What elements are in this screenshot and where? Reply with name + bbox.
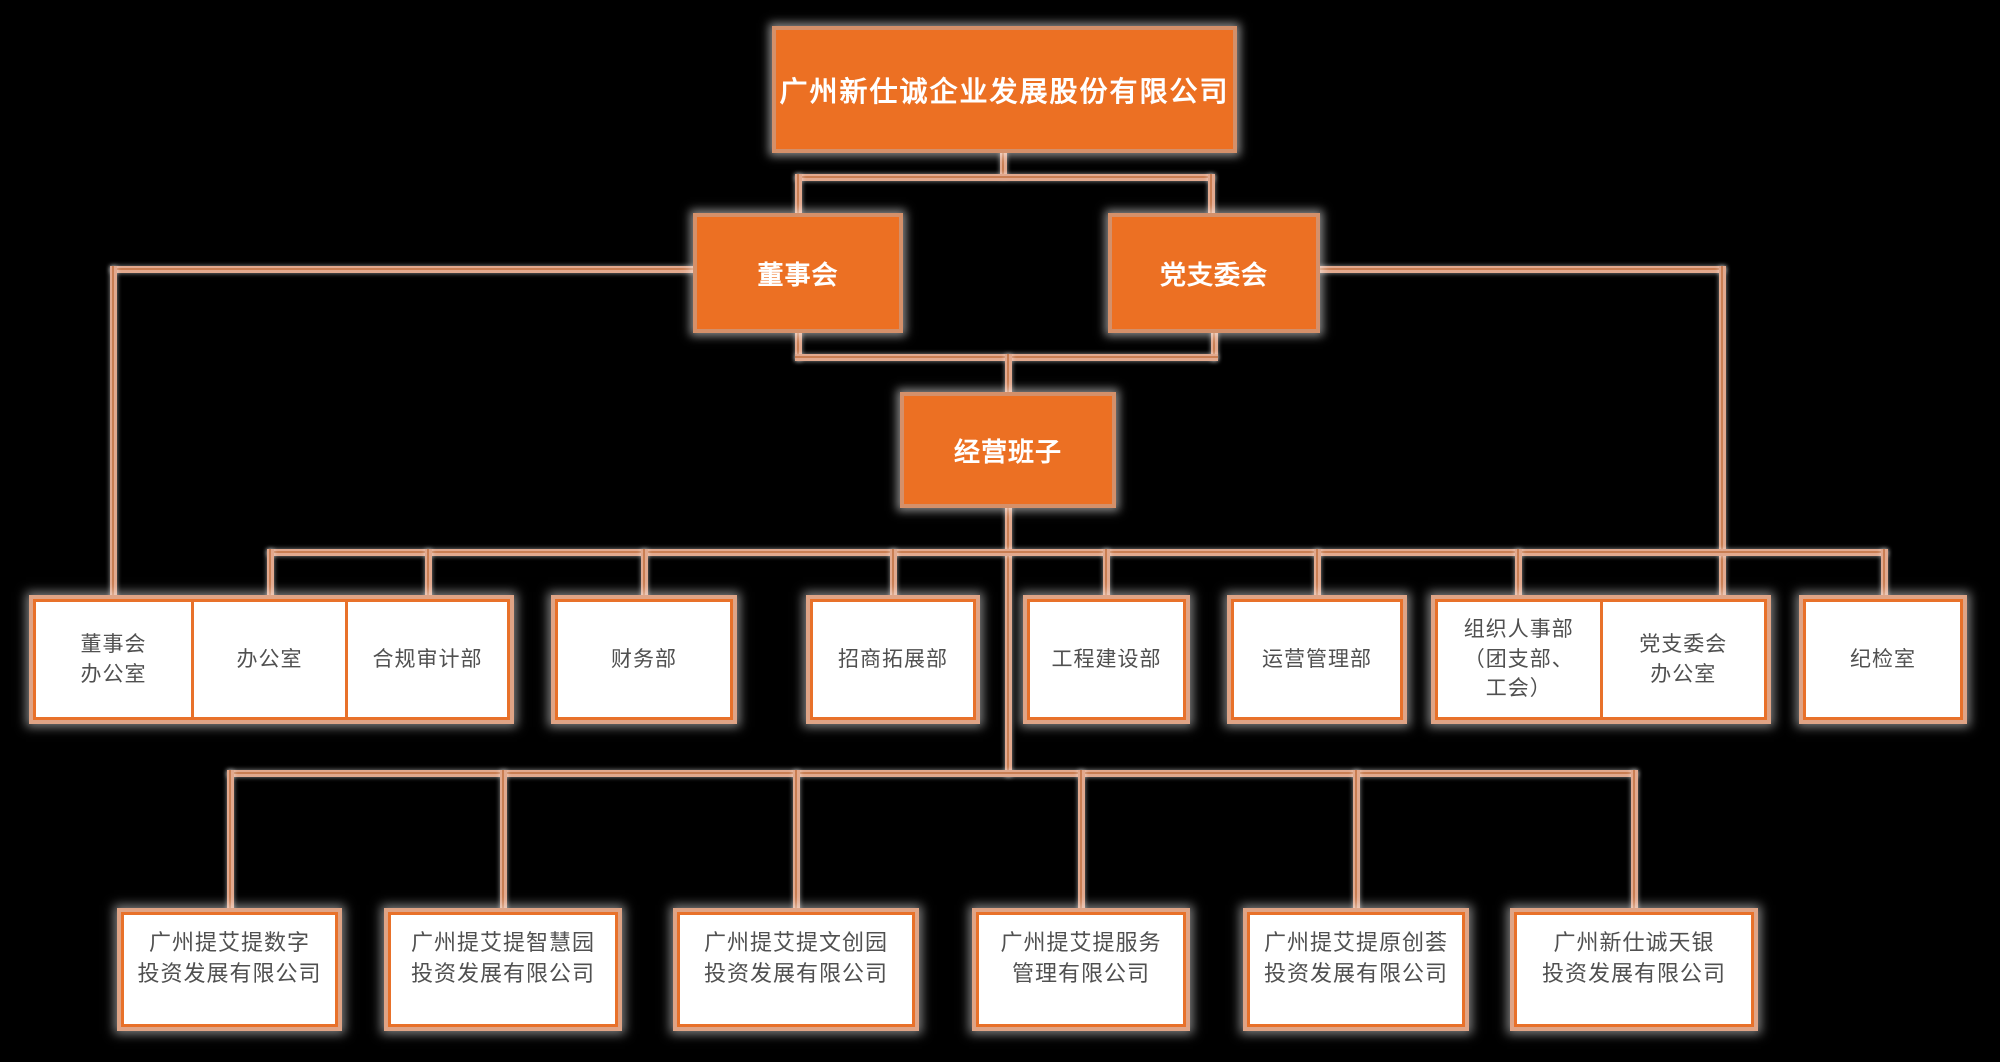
node-subsidiary-xinshicheng-tianyin: 广州新仕诚天银 投资发展有限公司 [1514, 912, 1754, 1027]
connector-bus-to-management [1005, 354, 1012, 394]
connector-root-drop [1000, 151, 1007, 178]
node-subsidiary-tat-smart-park: 广州提艾提智慧园 投资发展有限公司 [388, 912, 618, 1027]
connector-drop-subsidiary-2 [500, 770, 507, 914]
connector-drop-subsidiary-4 [1078, 770, 1085, 914]
node-management-team: 经营班子 [900, 392, 1116, 508]
connector-drop-subsidiary-1 [227, 770, 234, 914]
connector-drop-investment-promotion [890, 549, 897, 601]
node-company-root: 广州新仕诚企业发展股份有限公司 [772, 26, 1237, 153]
node-dept-finance: 财务部 [555, 599, 733, 720]
connector-subsidiary-bus [227, 770, 1638, 777]
connector-board-down [795, 331, 802, 361]
connector-drop-engineering [1103, 549, 1110, 601]
node-board-of-directors: 董事会 [693, 213, 903, 333]
connector-drop-operations [1314, 549, 1321, 601]
node-dept-investment-promotion: 招商拓展部 [810, 599, 976, 720]
node-dept-discipline-inspection: 纪检室 [1803, 599, 1963, 720]
node-dept-general-office: 办公室 [191, 602, 345, 717]
node-subsidiary-tat-original-hub: 广州提艾提原创荟 投资发展有限公司 [1247, 912, 1465, 1027]
node-dept-engineering-construction: 工程建设部 [1027, 599, 1186, 720]
connector-party-office-drop [1719, 266, 1726, 600]
connector-drop-finance [641, 549, 648, 601]
node-dept-operations-management: 运营管理部 [1231, 599, 1403, 720]
connector-drop-subsidiary-3 [793, 770, 800, 914]
connector-drop-discipline-inspection [1881, 549, 1888, 601]
node-subsidiary-tat-cultural-park: 广州提艾提文创园 投资发展有限公司 [677, 912, 915, 1027]
connector-party-down [1211, 331, 1218, 361]
connector-bus-to-board [795, 174, 802, 214]
connector-drop-compliance-audit [425, 549, 432, 601]
connector-bus-to-party [1208, 174, 1215, 214]
department-group-right: 组织人事部 （团支部、 工会） 党支委会 办公室 [1435, 599, 1767, 720]
connector-department-bus [267, 549, 1888, 556]
node-dept-organization-hr: 组织人事部 （团支部、 工会） [1463, 618, 1574, 701]
connector-party-right-arm [1318, 266, 1726, 273]
connector-management-down [1005, 506, 1012, 777]
node-subsidiary-tat-digital: 广州提艾提数字 投资发展有限公司 [121, 912, 338, 1027]
node-dept-party-branch-office: 党支委会 办公室 [1599, 602, 1765, 717]
connector-level2-bus [795, 174, 1215, 181]
connector-drop-general-office [267, 549, 274, 601]
node-dept-board-office: 董事会 办公室 [80, 633, 147, 686]
node-subsidiary-tat-services: 广州提艾提服务 管理有限公司 [976, 912, 1186, 1027]
node-dept-compliance-audit: 合规审计部 [345, 602, 507, 717]
connector-board-left-arm [110, 266, 695, 273]
connector-drop-subsidiary-6 [1631, 770, 1638, 914]
connector-drop-organization-hr [1515, 549, 1522, 601]
connector-drop-subsidiary-5 [1353, 770, 1360, 914]
connector-board-office-drop [110, 266, 117, 600]
node-party-branch-committee: 党支委会 [1108, 213, 1320, 333]
department-group-left: 董事会 办公室 办公室 合规审计部 [33, 599, 510, 720]
